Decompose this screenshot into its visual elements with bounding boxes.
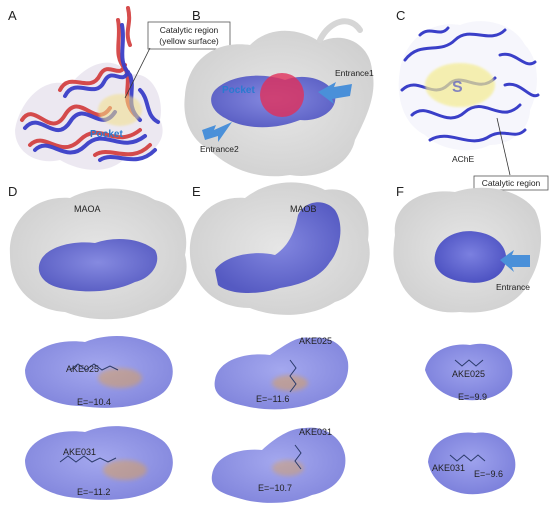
callout-catalytic-yellow: Catalytic region (yellow surface): [124, 21, 271, 99]
panel-letter-a: A: [8, 8, 17, 23]
catalytic-region-yellow: [425, 63, 495, 107]
ligand-stick: [449, 454, 486, 462]
maob-label: MAOB: [290, 204, 317, 214]
ligand-stick: [294, 444, 302, 470]
entrance2-arrow: [202, 122, 232, 142]
maoa-ake031-compound: AKE031: [63, 447, 96, 457]
maoa-ake025-compound: AKE025: [66, 364, 99, 374]
ligand-stick: [454, 359, 484, 367]
entrance1-arrow: [318, 82, 352, 104]
panel-b: B: [184, 8, 374, 177]
dock-maob-ake031: [211, 427, 346, 503]
maob-ake031-compound: AKE031: [299, 427, 332, 437]
ligand-stick: [59, 455, 117, 463]
ache-ake025-compound: AKE025: [452, 369, 485, 379]
ache-ake031-compound: AKE031: [432, 463, 465, 473]
dock-maoa-ake031: [25, 426, 173, 500]
panel-letter-c: C: [396, 8, 405, 23]
catalytic-pocket-red: [260, 73, 304, 117]
protein-ribbon-overlay: [15, 6, 163, 170]
ache-ake031-energy: E=−9.6: [474, 469, 503, 479]
maob-surface-grey: [189, 182, 370, 315]
maob-ake025-compound: AKE025: [299, 336, 332, 346]
dock-maob-ake025: [214, 337, 349, 410]
dock-maoa-ake025: [25, 336, 173, 408]
maob-ake025-energy: E=−11.6: [256, 394, 289, 404]
ligand-stick: [289, 359, 297, 393]
ligand-stick: [69, 363, 119, 371]
callout-box-f: [473, 175, 549, 191]
callout-pointer-c: [496, 117, 511, 176]
panel-a: A Pocket: [8, 6, 163, 170]
dock-ache-ake031: [428, 432, 516, 495]
maob-pocket-blue: [215, 202, 341, 294]
entrance-label-f: Entrance: [496, 282, 530, 292]
callout-line1: Catalytic region: [160, 25, 219, 35]
maoa-pocket-blue: [38, 238, 158, 292]
panel-e: E: [189, 182, 370, 315]
callout-line2: (yellow surface): [159, 36, 219, 46]
maoa-ake025-energy: E=−10.4: [77, 397, 111, 407]
panel-letter-b: B: [192, 8, 201, 23]
ache-label: AChE: [452, 154, 475, 164]
maoa-ake031-energy: E=−11.2: [77, 487, 110, 497]
maoa-label: MAOA: [74, 204, 101, 214]
pocket-label-a: Pocket: [90, 129, 123, 140]
entrance2-label: Entrance2: [200, 144, 239, 154]
ache-pocket-blue: [434, 231, 507, 283]
ribbon-glyph: S: [452, 79, 463, 96]
entrance1-label: Entrance1: [335, 68, 374, 78]
panel-letter-f: F: [396, 184, 404, 199]
ache-ake025-energy: E=−9.9: [458, 392, 487, 402]
maob-ake031-energy: E=−10.7: [258, 483, 292, 493]
dock-ache-ake025: [425, 343, 513, 401]
callout-catalytic-text: Catalytic region: [482, 178, 541, 188]
panel-d: D: [8, 184, 187, 320]
panel-f: F: [393, 184, 542, 313]
panel-letter-d: D: [8, 184, 17, 199]
callout-pointer-a: [124, 47, 151, 99]
panel-c: C S: [396, 8, 540, 151]
panel-letter-e: E: [192, 184, 201, 199]
pocket-label-b: Pocket: [222, 85, 255, 96]
callout-box: [147, 21, 231, 50]
entrance-arrow-f: [500, 250, 530, 272]
